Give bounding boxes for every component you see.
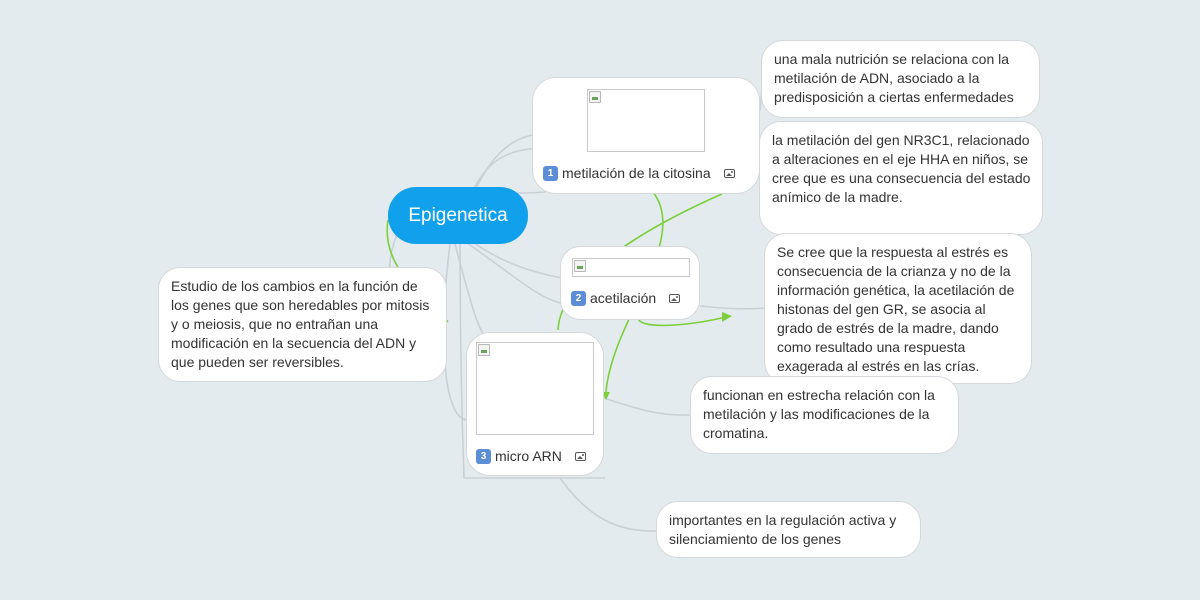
connector-microarn-silencing — [559, 477, 657, 532]
broken-image-icon — [589, 91, 601, 103]
central-topic[interactable]: Epigenetica — [388, 187, 528, 244]
note-chromatin[interactable]: funcionan en estrecha relación con la me… — [690, 376, 959, 454]
branch-microarn-label: micro ARN — [495, 448, 562, 464]
note-nr3c1-text: la metilación del gen NR3C1, relacionado… — [772, 132, 1031, 205]
branch-metilacion-label: metilación de la citosina — [562, 165, 711, 181]
metilacion-caption: 1 metilación de la citosina — [543, 164, 735, 183]
broken-image-icon — [478, 344, 490, 356]
connector-root-guide — [459, 243, 605, 479]
relationship-arrow-acetilacion-stress — [637, 315, 731, 327]
microarn-caption: 3 micro ARN — [476, 447, 586, 466]
image-icon[interactable] — [574, 452, 586, 461]
connector-extra-b — [462, 239, 566, 305]
branch-acetilacion[interactable]: 2 acetilación — [560, 246, 700, 320]
note-definition-text: Estudio de los cambios en la función de … — [171, 278, 430, 370]
note-definition[interactable]: Estudio de los cambios en la función de … — [158, 267, 447, 382]
note-silencing[interactable]: importantes en la regulación activa y si… — [656, 501, 921, 558]
note-nutrition-text: una mala nutrición se relaciona con la m… — [774, 51, 1014, 105]
branch-metilacion[interactable]: 1 metilación de la citosina — [532, 77, 760, 194]
note-stress[interactable]: Se cree que la respuesta al estrés es co… — [764, 233, 1032, 384]
note-silencing-text: importantes en la regulación activa y si… — [669, 512, 897, 547]
image-icon[interactable] — [669, 294, 681, 303]
note-stress-text: Se cree que la respuesta al estrés es co… — [777, 244, 1015, 374]
keycap-number-icon: 3 — [476, 449, 491, 464]
metilacion-image — [587, 89, 705, 152]
central-topic-label: Epigenetica — [408, 204, 508, 226]
image-icon[interactable] — [723, 169, 735, 178]
branch-microarn[interactable]: 3 micro ARN — [466, 332, 604, 476]
note-nutrition[interactable]: una mala nutrición se relaciona con la m… — [761, 40, 1040, 118]
keycap-number-icon: 1 — [543, 166, 558, 181]
acetilacion-caption: 2 acetilación — [571, 289, 681, 308]
arrow-head-microarn — [602, 392, 610, 400]
connector-root-acetilacion — [469, 239, 563, 279]
connector-root-microarn-b — [443, 243, 469, 421]
broken-image-icon — [574, 260, 586, 272]
connector-microarn-chromatin — [603, 397, 691, 416]
branch-acetilacion-label: acetilación — [590, 290, 657, 306]
arrow-head-stress — [722, 312, 732, 322]
keycap-number-icon: 2 — [571, 291, 586, 306]
note-nr3c1[interactable]: la metilación del gen NR3C1, relacionado… — [759, 121, 1043, 235]
microarn-image — [476, 342, 594, 435]
connector-acetilacion-stress — [699, 305, 766, 310]
note-chromatin-text: funcionan en estrecha relación con la me… — [703, 387, 935, 441]
acetilacion-image — [572, 258, 690, 277]
